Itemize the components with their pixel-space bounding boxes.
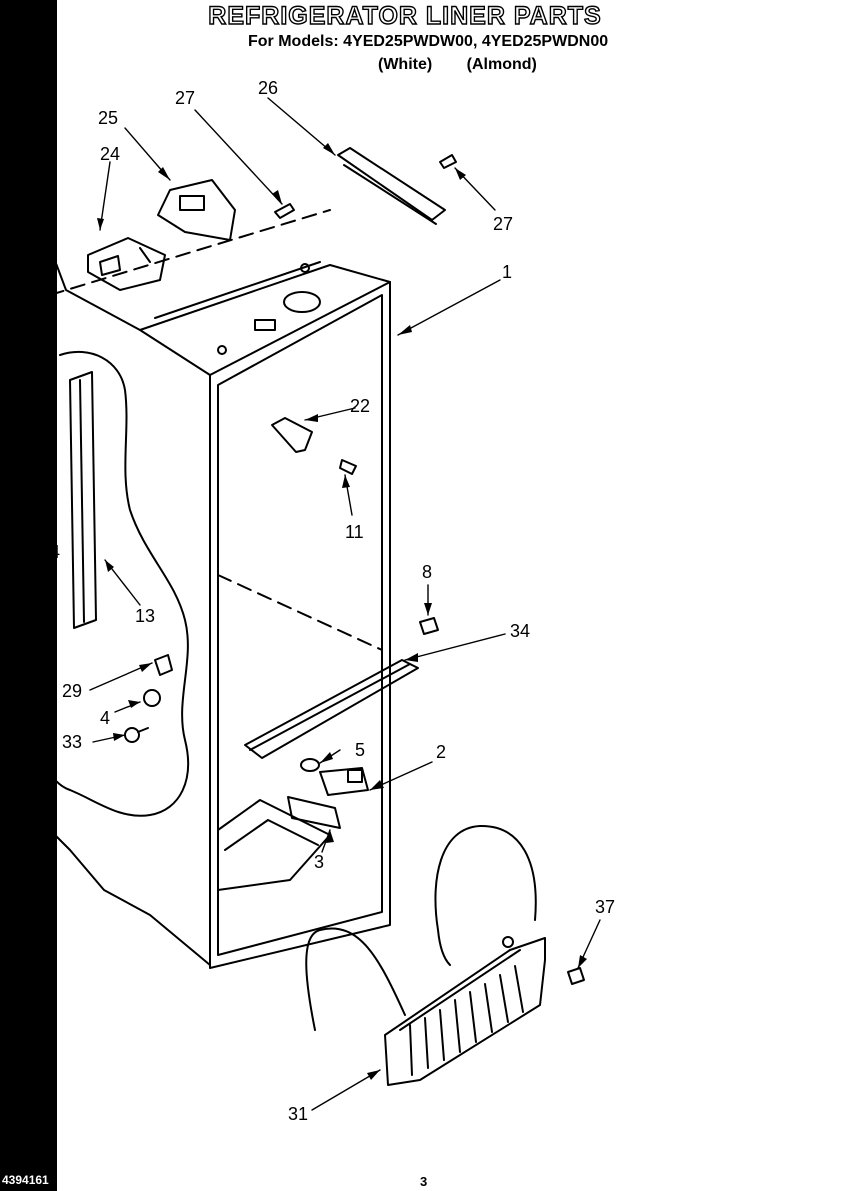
part-27-screw-left [274, 203, 295, 219]
callout-11: 11 [345, 522, 364, 542]
shelf-guide-dashes [49, 209, 383, 651]
liner-side-panel [11, 241, 211, 966]
models-line: For Models: 4YED25PWDW00, 4YED25PWDN00 [150, 33, 740, 51]
part-31-heater-assembly [305, 824, 546, 1086]
model-numbers: 4YED25PWDW00, 4YED25PWDN00 [343, 33, 609, 50]
color-almond: (Almond) [466, 56, 537, 73]
part-37-screw [567, 967, 585, 985]
callout-33: 33 [62, 732, 82, 752]
callout-1: 1 [502, 262, 512, 282]
part-27-screw-right [439, 154, 457, 169]
liner-front-frame [209, 281, 391, 969]
callout-5: 5 [355, 740, 365, 760]
callout-3: 3 [314, 852, 324, 872]
leader-arrowheads [35, 143, 587, 1080]
part-14-screw-lower [26, 646, 38, 658]
part-4-socket [143, 689, 161, 707]
color-variants: (White) (Almond) [378, 56, 567, 74]
side-wire [20, 359, 71, 791]
part-25-bracket [157, 179, 236, 241]
callout-14-upper: 14 [36, 460, 56, 480]
part-13-channel [69, 371, 97, 629]
callout-29: 29 [62, 681, 82, 701]
leader-lines [34, 97, 601, 1111]
callout-2: 2 [436, 742, 446, 762]
page-number: 3 [420, 1174, 428, 1189]
part-11-screw [339, 459, 357, 475]
callout-27-left: 27 [175, 88, 195, 108]
callout-8: 8 [422, 562, 432, 582]
callout-24: 24 [100, 144, 120, 164]
document-code: 4394161 [0, 1173, 51, 1187]
part-33-bulb [124, 727, 149, 743]
callout-27-right: 27 [493, 214, 513, 234]
left-black-margin [0, 0, 57, 1191]
part-8-fastener [419, 617, 439, 635]
callout-13: 13 [135, 606, 155, 626]
part-14-screw-upper [40, 416, 52, 428]
liner-bottom-tray [217, 799, 331, 891]
callout-25: 25 [98, 108, 118, 128]
callout-14-lower: 14 [40, 542, 60, 562]
liner-top [139, 261, 391, 355]
part-34-shelf-support [244, 659, 419, 759]
part-3-bracket [287, 796, 341, 829]
callout-22: 22 [350, 396, 370, 416]
part-24-housing [87, 237, 166, 291]
callout-labels: 1 2 3 4 5 8 11 13 14 14 22 24 25 26 27 2… [36, 78, 615, 1124]
callout-31: 31 [288, 1104, 308, 1124]
callout-26: 26 [258, 78, 278, 98]
color-white: (White) [378, 56, 433, 73]
models-label: For Models: [248, 33, 339, 50]
part-5-ring [300, 758, 320, 772]
part-22-bracket [271, 417, 313, 453]
part-26-channel [337, 147, 446, 225]
part-2-bracket [319, 767, 369, 796]
page-title: REFRIGERATOR LINER PARTS [208, 1, 602, 30]
callout-34: 34 [510, 621, 530, 641]
part-29-switch [154, 654, 173, 676]
callout-4: 4 [100, 708, 110, 728]
callout-37: 37 [595, 897, 615, 917]
